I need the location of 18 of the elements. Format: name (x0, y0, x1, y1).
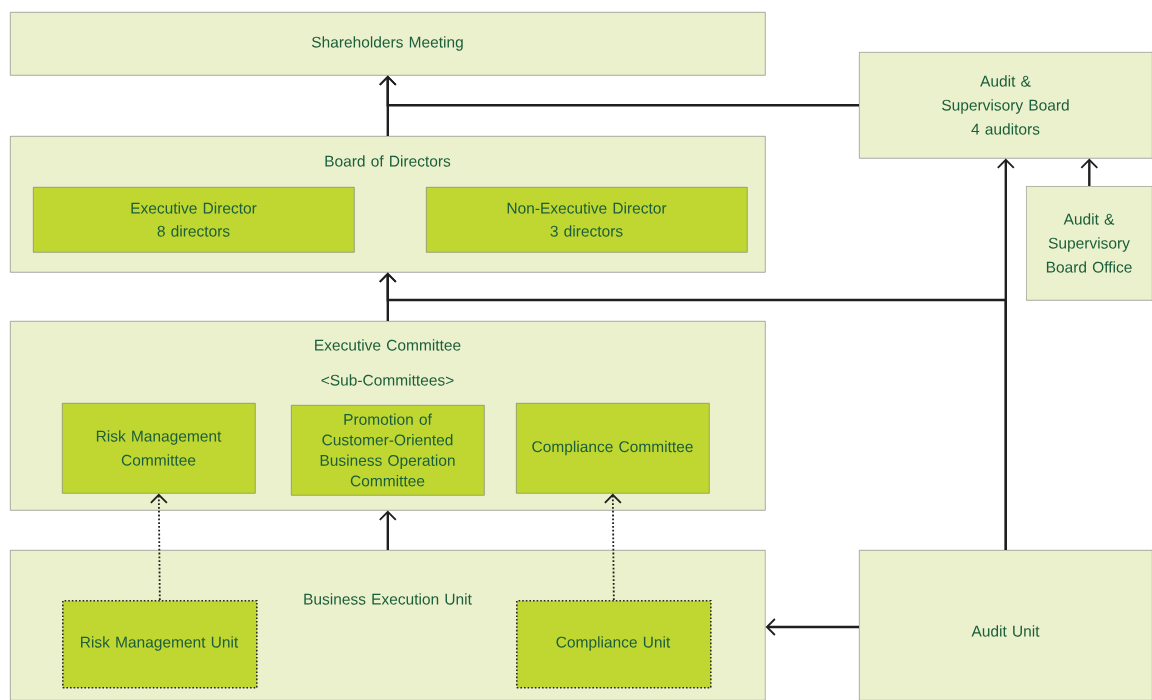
arrow (378, 510, 397, 550)
committee-box: Risk Management Committee (62, 403, 256, 494)
arrow (378, 272, 1007, 550)
arrow (765, 618, 859, 636)
committee-box: Compliance Unit (516, 600, 712, 689)
org-box: Audit Unit (859, 550, 1152, 700)
org-box: Audit & Supervisory Board 4 auditors (859, 52, 1152, 159)
committee-box: Compliance Committee (516, 403, 710, 494)
committee-box: Executive Director 8 directors (33, 187, 355, 253)
arrow (604, 493, 622, 601)
org-box: Shareholders Meeting (10, 12, 766, 76)
committee-box: Non-Executive Director 3 directors (426, 187, 748, 253)
arrow (378, 75, 859, 107)
arrow (1080, 158, 1099, 186)
org-box: Audit & Supervisory Board Office (1026, 186, 1152, 301)
committee-box: Risk Management Unit (62, 600, 258, 689)
committee-box: Promotion of Customer-Oriented Business Operation Committee (291, 405, 485, 496)
arrow (150, 493, 168, 601)
